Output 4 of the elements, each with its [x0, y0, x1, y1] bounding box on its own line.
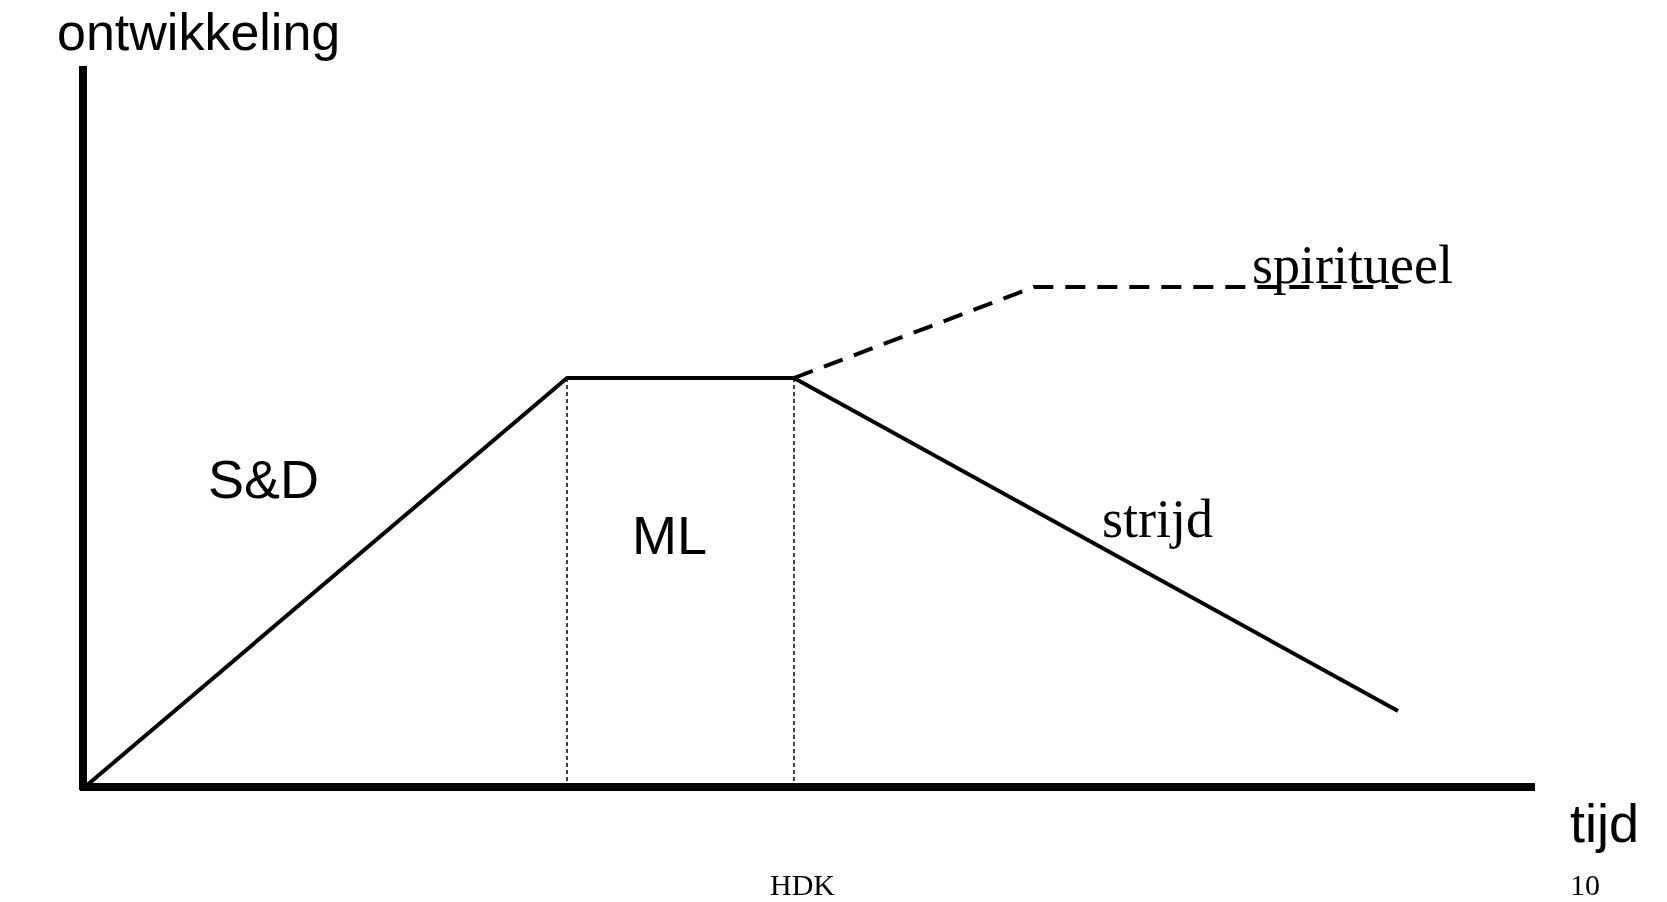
footer-text: HDK — [770, 870, 835, 900]
phase-label: ML — [632, 508, 707, 562]
phase-label: S&D — [208, 452, 320, 506]
page-number: 10 — [1570, 870, 1600, 900]
